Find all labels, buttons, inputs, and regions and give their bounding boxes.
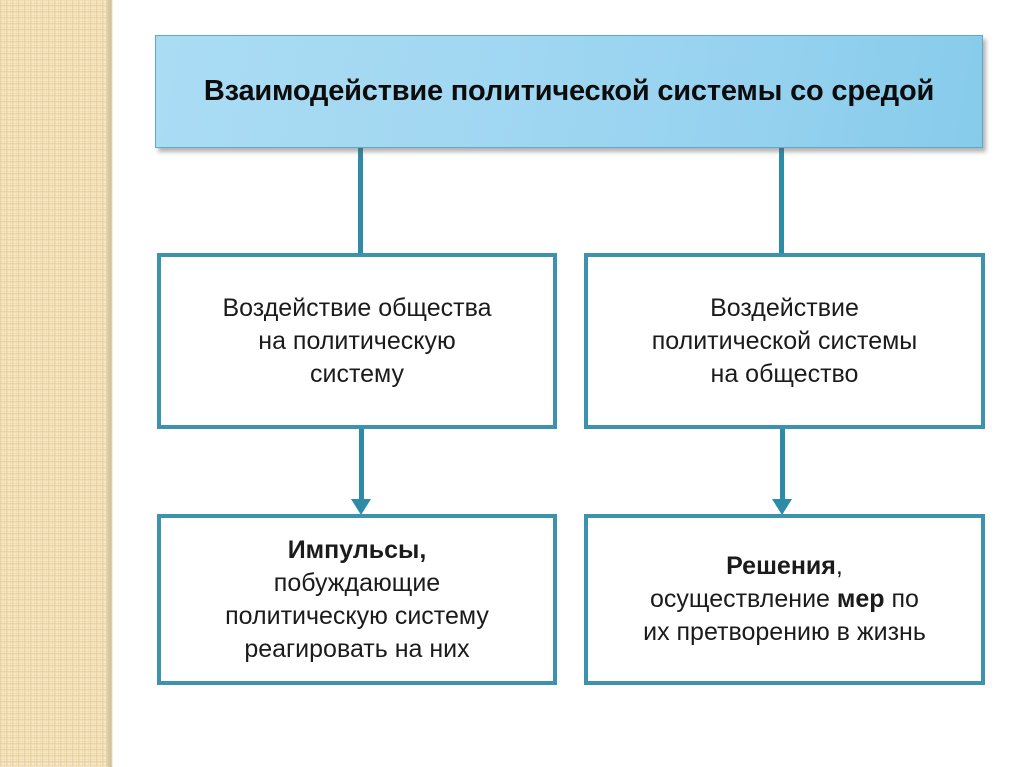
arrow-shaft — [359, 427, 364, 501]
node-line-4: реагировать на них — [244, 634, 470, 663]
node-line-2-part-a: осуществление — [650, 585, 837, 613]
node-text: Решения, осуществление мер по их претвор… — [633, 550, 936, 649]
node-line-2: политической системы — [651, 326, 918, 355]
node-society-impact-on-political-system: Воздействие общества на политическую сис… — [157, 253, 557, 429]
connector-mid-left-to-bottom-left — [351, 427, 371, 517]
decorative-texture-strip-edge — [106, 0, 113, 767]
node-text: Воздействие общества на политическую сис… — [213, 292, 502, 391]
arrow-head-icon — [772, 499, 792, 515]
node-line-2: побуждающие — [273, 568, 441, 597]
node-lead-term: Решения — [726, 552, 836, 580]
diagram-title-text: Взаимодействие политической системы со с… — [203, 75, 935, 108]
node-text: Импульсы, побуждающие политическую систе… — [215, 534, 499, 666]
node-political-system-impact-on-society: Воздействие политической системы на обще… — [584, 253, 985, 429]
node-line-3: на общество — [710, 359, 859, 388]
node-line-3: политическую систему — [225, 601, 489, 630]
node-text: Воздействие политической системы на обще… — [642, 292, 928, 391]
node-line-1: Воздействие общества — [222, 293, 492, 322]
arrow-shaft — [780, 427, 785, 501]
decorative-texture-strip — [0, 0, 106, 767]
node-line-2-emphasis: мер — [836, 585, 885, 613]
diagram-title-banner: Взаимодействие политической системы со с… — [155, 35, 983, 148]
connector-title-to-mid-right — [779, 146, 784, 256]
arrow-head-icon — [351, 499, 371, 515]
node-decisions: Решения, осуществление мер по их претвор… — [584, 514, 985, 685]
node-line-3: систему — [309, 359, 404, 388]
connector-mid-right-to-bottom-right — [772, 427, 792, 517]
node-line-2-part-c: по — [884, 585, 919, 613]
node-lead-punctuation: , — [835, 552, 843, 580]
node-line-3: их претворению в жизнь — [643, 618, 926, 646]
node-impulses: Импульсы, побуждающие политическую систе… — [157, 514, 557, 685]
connector-title-to-mid-left — [358, 146, 363, 256]
node-line-2: на политическую — [258, 326, 456, 355]
node-lead-term: Импульсы, — [287, 535, 427, 564]
node-line-1: Воздействие — [710, 293, 859, 322]
